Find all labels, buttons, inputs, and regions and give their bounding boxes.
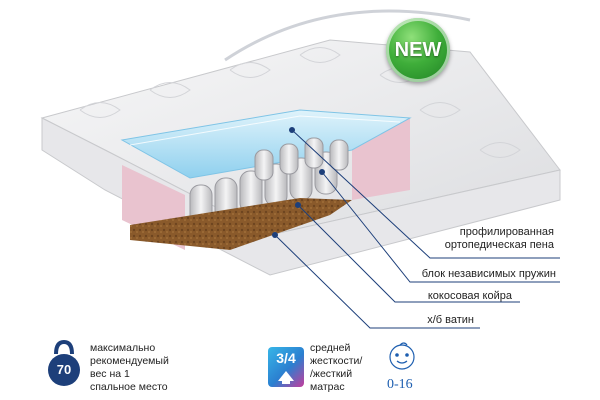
stiffness-value: 3/4: [276, 350, 296, 366]
new-badge-text: NEW: [394, 38, 442, 61]
callout-lines: [274, 129, 560, 329]
age-range: 0-16: [387, 377, 413, 392]
stiffness-icon: 3/4: [268, 347, 304, 387]
layer-label-springs: блок независимых пружин: [421, 268, 556, 280]
weight-value: 70: [56, 362, 72, 377]
weight-text: максимально рекомендуемый вес на 1 спаль…: [90, 342, 169, 393]
stiffness-text: средней жесткости/ /жесткий матрас: [310, 342, 363, 393]
child-face-icon: [389, 342, 415, 370]
layer-label-coir: кокосовая койра: [427, 290, 512, 302]
new-badge: NEW: [386, 18, 450, 82]
layer-label-foam: профилированная ортопедическая пена: [444, 226, 554, 251]
background-arc: [224, 9, 471, 62]
ortho-foam-layer: [120, 109, 412, 179]
layer-label-cotton: х/б ватин: [427, 314, 474, 326]
coir-layer: [130, 198, 352, 250]
kettlebell-icon: 70: [46, 339, 82, 388]
callout-dots: [272, 127, 325, 238]
